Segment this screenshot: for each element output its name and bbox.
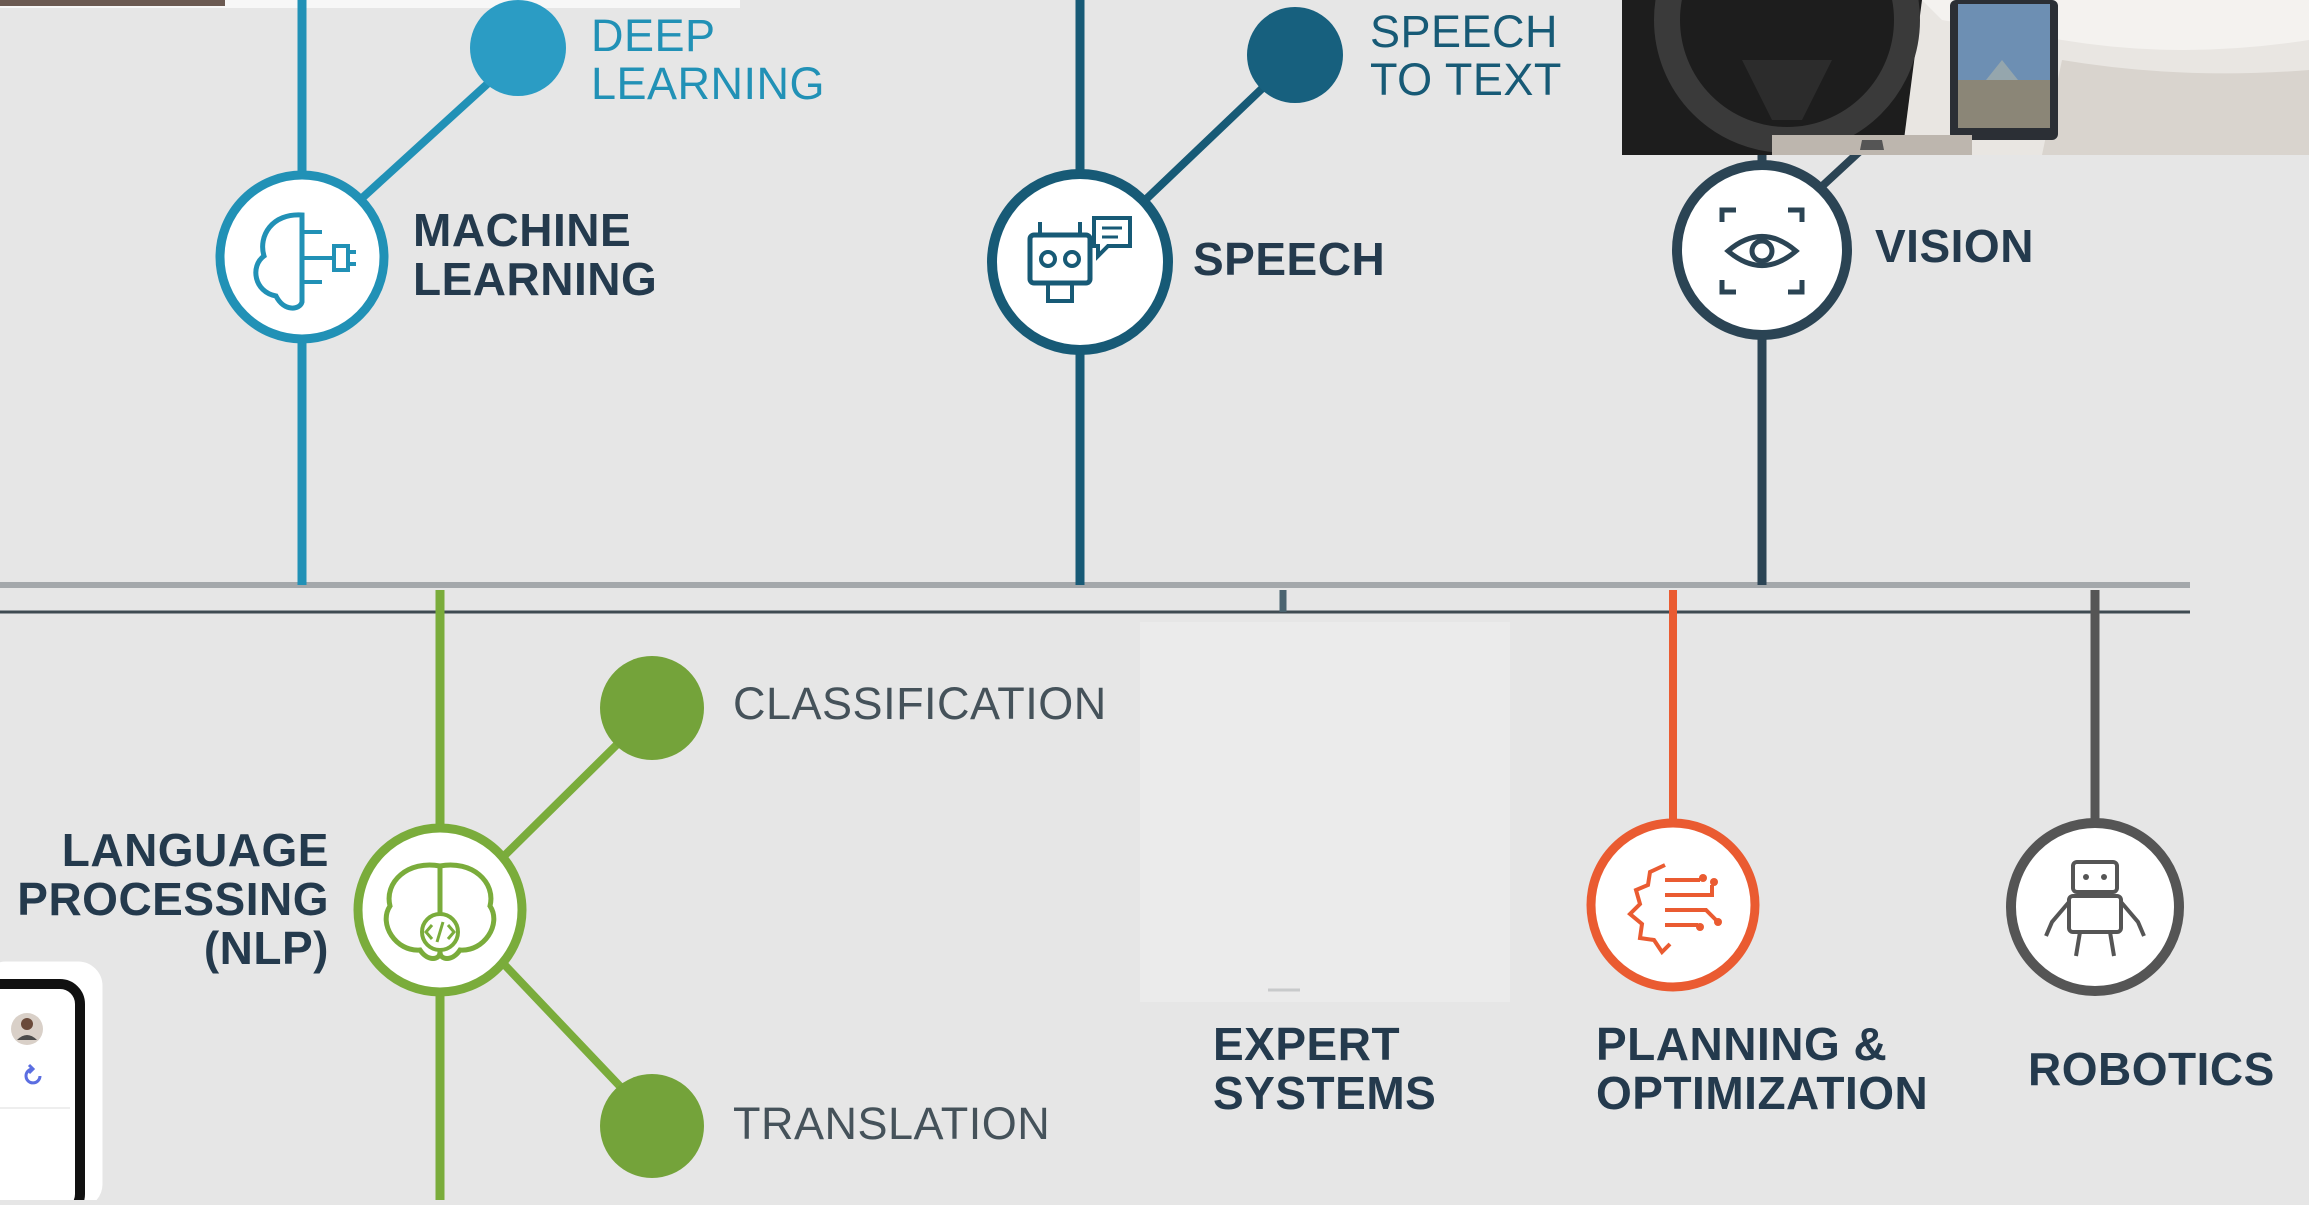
speech-label: SPEECH	[1193, 233, 1386, 285]
nlp-label: LANGUAGE PROCESSING (NLP)	[17, 824, 329, 974]
translation-label: TRANSLATION	[733, 1098, 1051, 1149]
refresh-icon[interactable]	[24, 1063, 42, 1085]
robot-chat-icon	[987, 169, 1173, 355]
classification-dot	[600, 656, 704, 760]
speech-to-text-label: SPEECH TO TEXT	[1370, 6, 1562, 105]
phone-widget	[0, 958, 112, 1205]
robotics-label: ROBOTICS	[2028, 1043, 2275, 1095]
gear-circuit-icon	[1586, 818, 1760, 992]
phone-frame	[0, 958, 106, 1205]
top-edge-strip	[0, 0, 740, 8]
planning-optimization-label: PLANNING & OPTIMIZATION	[1596, 1018, 1929, 1119]
car-interior-photo	[1622, 0, 2309, 155]
phone-avatar-icon[interactable]	[11, 1013, 43, 1045]
vision-label: VISION	[1875, 220, 2034, 272]
brain-code-icon	[353, 823, 527, 997]
deep-learning-label: DEEP LEARNING	[591, 10, 826, 109]
speech-to-text-dot	[1247, 7, 1343, 103]
machine-learning-label: MACHINE LEARNING	[413, 204, 658, 305]
translation-dot	[600, 1074, 704, 1178]
classification-label: CLASSIFICATION	[733, 678, 1107, 729]
car-steering-wheel-photo	[1622, 0, 2309, 155]
robot-icon	[2006, 818, 2184, 996]
top-edge-photo-fragment	[0, 0, 225, 6]
background-panel	[1140, 622, 1510, 1002]
eye-scan-icon	[1672, 160, 1852, 340]
expert-systems-label: EXPERT SYSTEMS	[1213, 1018, 1437, 1119]
brain-plug-icon	[215, 170, 389, 344]
deep-learning-dot	[470, 0, 566, 96]
